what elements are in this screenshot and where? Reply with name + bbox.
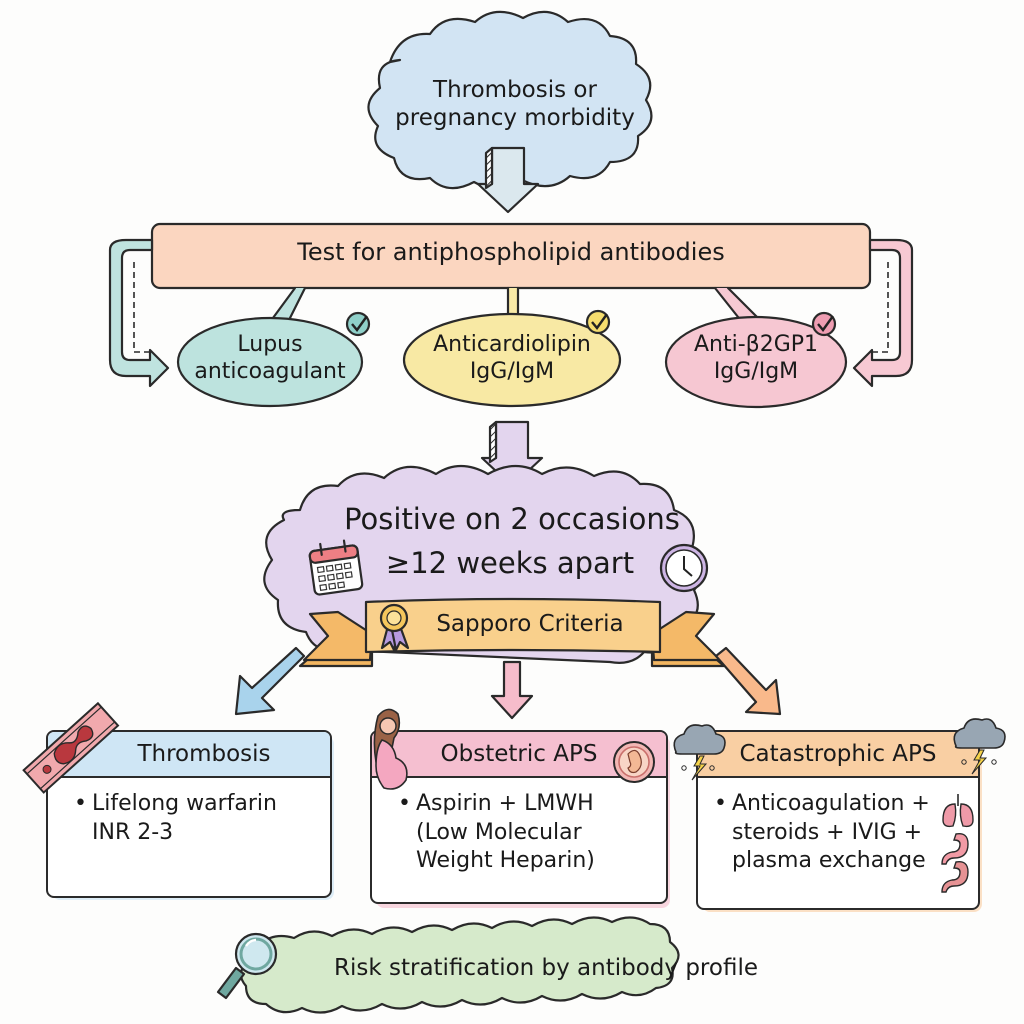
check-icon (345, 311, 371, 337)
ribbon-label: Sapporo Criteria (436, 611, 624, 637)
risk-cloud (239, 916, 680, 1014)
check-icon (585, 309, 611, 335)
thrombosis-panel: Thrombosis •Lifelong warfarin INR 2-3 (46, 730, 332, 898)
obstetric-line-2: (Low Molecular (416, 819, 582, 845)
magnifier-icon (216, 932, 278, 1000)
thrombosis-title: Thrombosis (137, 741, 271, 767)
lupus-bubble (176, 316, 364, 408)
criteria-line-1: Positive on 2 occasions (344, 502, 680, 536)
arrow-to-thrombosis (234, 646, 306, 716)
start-line-1: Thrombosis or (433, 77, 597, 103)
thrombosis-header: Thrombosis (48, 732, 330, 778)
lupus-line-1: Lupus (237, 332, 303, 357)
bullet: • (714, 791, 727, 816)
arrow-down-1 (476, 146, 540, 214)
criteria-line-2: ≥12 weeks apart (385, 546, 635, 580)
risk-stratification-text: Risk stratification by antibody profile (334, 955, 758, 981)
catastrophic-title: Catastrophic APS (739, 741, 937, 767)
start-line-2: pregnancy morbidity (395, 105, 635, 132)
lupus-line-2: anticoagulant (194, 358, 346, 384)
arrow-to-catastrophic (714, 646, 782, 716)
catastrophic-line-3: plasma exchange (732, 848, 926, 874)
catastrophic-line-2: steroids + IVIG + (732, 819, 923, 845)
bullet: • (398, 791, 411, 816)
catastrophic-body: •Anticoagulation + steroids + IVIG + pla… (698, 778, 978, 876)
obstetric-line-3: Weight Heparin) (416, 848, 595, 874)
acl-bubble (402, 312, 622, 408)
b2gp1-line-1: Anti-β2GP1 (693, 332, 819, 357)
clock-icon (659, 543, 709, 593)
calendar-icon (308, 539, 364, 596)
lupus-label: Lupus anticoagulant (180, 332, 360, 386)
right-loop-arrow (852, 238, 914, 388)
obstetric-header: Obstetric APS (372, 732, 666, 778)
obstetric-body: •Aspirin + LMWH (Low Molecular Weight He… (372, 778, 666, 876)
obstetric-line-1: Aspirin + LMWH (416, 791, 594, 816)
catastrophic-panel: Catastrophic APS •Anticoagulation + ster… (696, 730, 980, 910)
obstetric-panel: Obstetric APS •Aspirin + LMWH (Low Molec… (370, 730, 668, 904)
bullet: • (74, 791, 87, 816)
obstetric-title: Obstetric APS (440, 741, 598, 767)
arrow-to-obstetric (490, 660, 534, 720)
connector-lupus (268, 286, 307, 324)
sapporo-ribbon (298, 597, 726, 668)
b2gp1-bubble (664, 315, 848, 409)
acl-line-1: Anticardiolipin (433, 332, 591, 357)
anti-b2gp1-label: Anti-β2GP1 IgG/IgM (666, 332, 846, 386)
left-loop-arrow (108, 238, 170, 388)
start-node-text: Thrombosis or pregnancy morbidity (370, 76, 660, 132)
start-cloud (367, 10, 653, 190)
thrombosis-line-2: INR 2-3 (92, 819, 174, 845)
thrombosis-line-1: Lifelong warfarin (92, 791, 277, 816)
test-title: Test for antiphospholipid antibodies (297, 238, 725, 266)
b2gp1-line-2: IgG/IgM (713, 358, 799, 384)
award-rosette-icon (379, 603, 410, 652)
acl-line-2: IgG/IgM (469, 358, 555, 384)
thrombosis-body: •Lifelong warfarin INR 2-3 (48, 778, 330, 847)
check-icon (811, 311, 837, 337)
catastrophic-line-1: Anticoagulation + (732, 791, 930, 816)
anticardiolipin-label: Anticardiolipin IgG/IgM (404, 332, 620, 386)
catastrophic-header: Catastrophic APS (698, 732, 978, 778)
